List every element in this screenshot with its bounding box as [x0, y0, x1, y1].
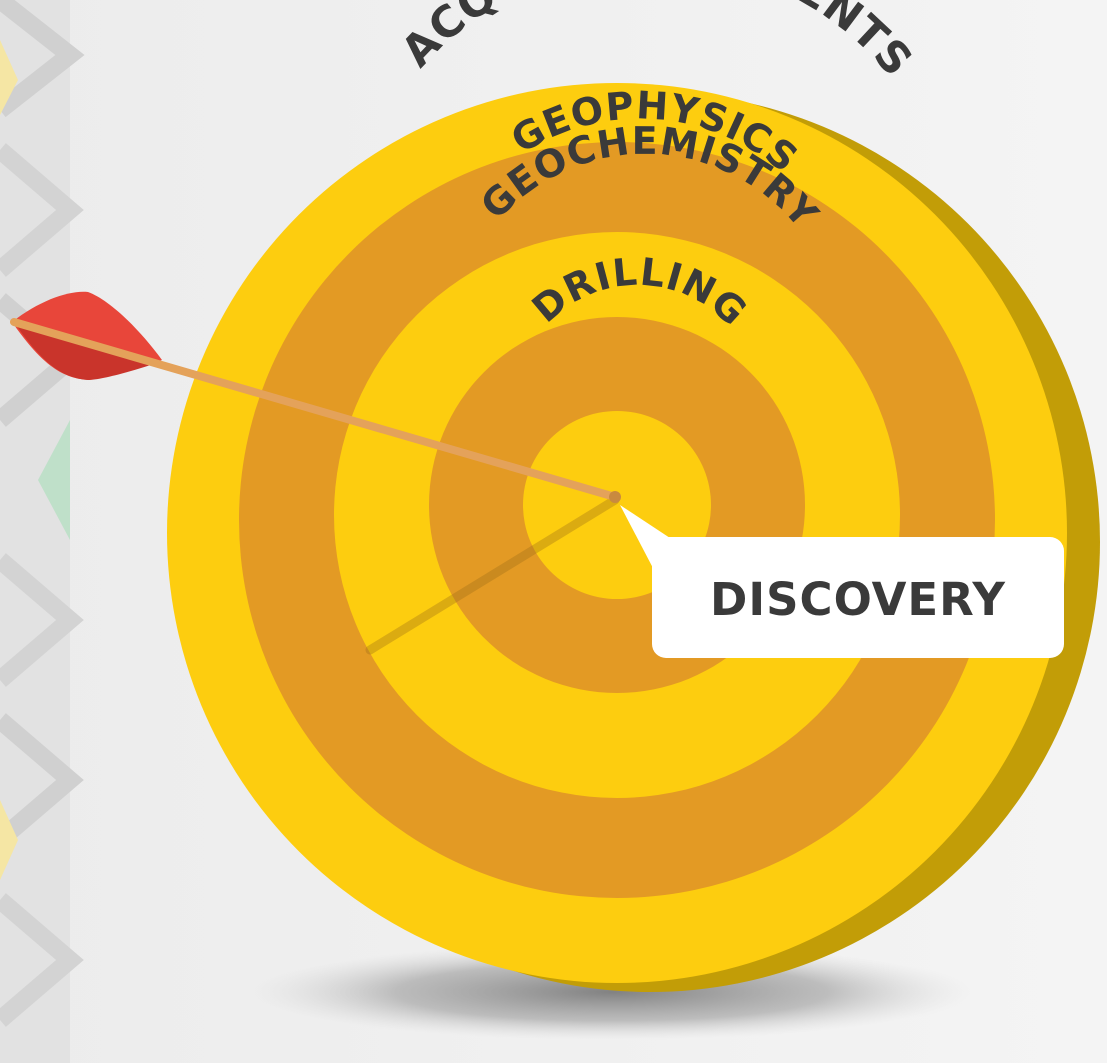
- arrow-shaft: [10, 318, 619, 501]
- callout-label: DISCOVERY: [710, 573, 1006, 626]
- target-rings: [167, 83, 1067, 983]
- green-chevron: [38, 420, 70, 540]
- arrow: [10, 291, 621, 503]
- yellow-chevron: [0, 40, 18, 115]
- arrow-shadow: [365, 495, 620, 655]
- arrow-tip: [609, 491, 621, 503]
- yellow-chevron-lower: [0, 800, 18, 880]
- discovery-callout: DISCOVERY: [620, 505, 1064, 658]
- left-decorative-strip: [0, 0, 85, 1063]
